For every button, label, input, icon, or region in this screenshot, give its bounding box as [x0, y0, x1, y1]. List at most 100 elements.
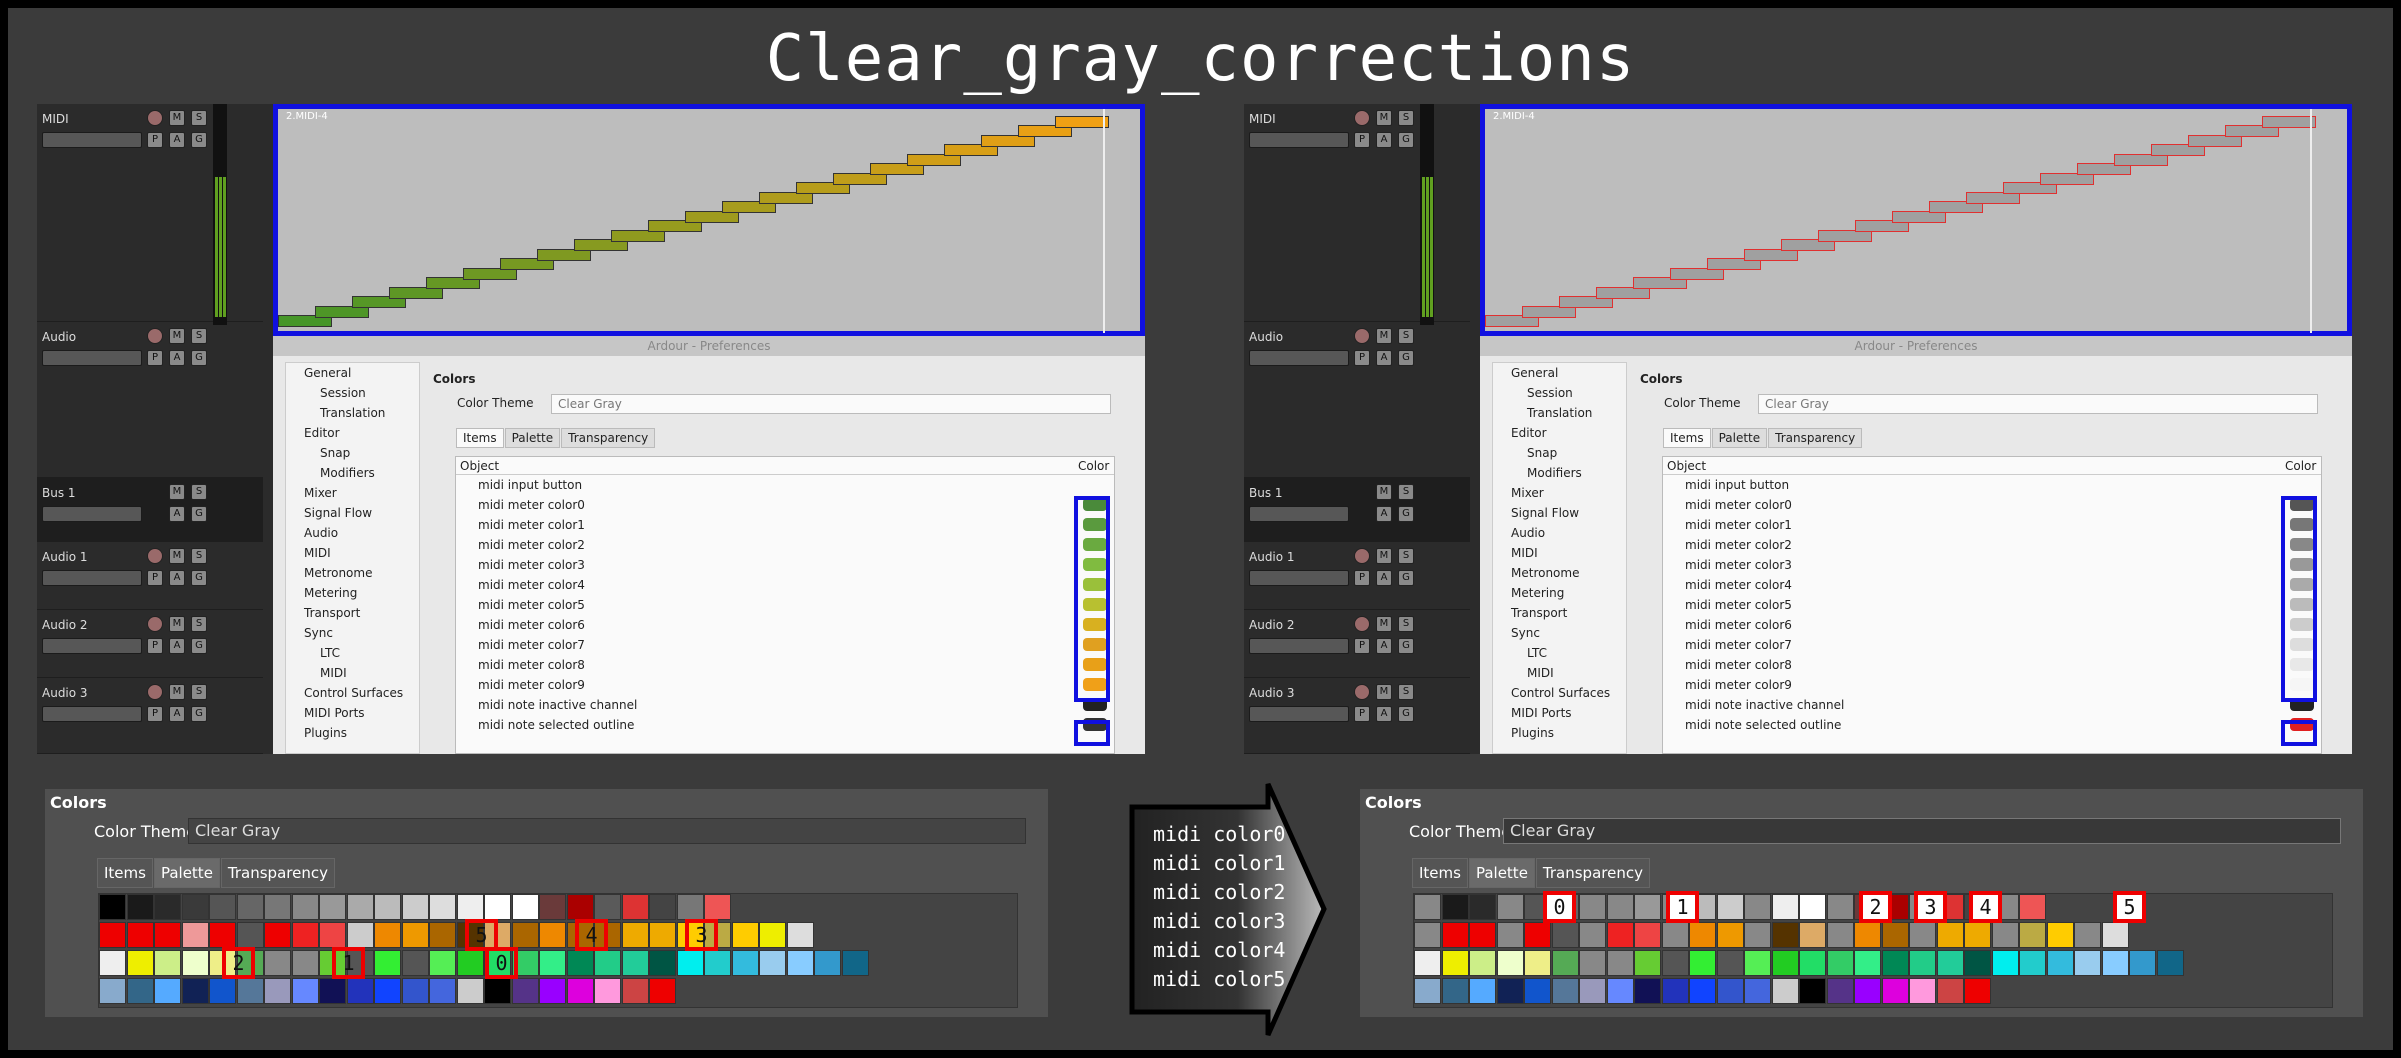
- palette-swatch[interactable]: [1414, 922, 1441, 948]
- palette-swatch[interactable]: [1936, 922, 1964, 948]
- tree-item[interactable]: Audio: [1511, 526, 1546, 540]
- palette-swatch[interactable]: [2019, 894, 2046, 920]
- tree-item[interactable]: MIDI Ports: [304, 706, 365, 720]
- color-theme-select[interactable]: Clear Gray: [551, 394, 1111, 414]
- palette-swatch[interactable]: [1771, 922, 1799, 948]
- midi-note[interactable]: [907, 153, 961, 166]
- palette-swatch[interactable]: [1689, 978, 1716, 1004]
- tab-items[interactable]: Items: [1663, 428, 1711, 448]
- palette-swatch[interactable]: [1661, 978, 1689, 1004]
- palette-swatch[interactable]: [1689, 950, 1716, 976]
- gain-fader[interactable]: [1249, 350, 1349, 366]
- track-a-button[interactable]: A: [169, 506, 185, 522]
- palette-swatch[interactable]: [1964, 978, 1991, 1004]
- palette-swatch[interactable]: [1469, 894, 1496, 920]
- palette-swatch[interactable]: [704, 950, 731, 976]
- midi-note[interactable]: [2262, 115, 2316, 128]
- track-m-button[interactable]: M: [169, 684, 185, 700]
- gain-fader[interactable]: [1249, 132, 1349, 148]
- tree-item[interactable]: LTC: [1527, 646, 1548, 660]
- midi-note[interactable]: [944, 144, 998, 156]
- tree-item[interactable]: Editor: [304, 426, 340, 440]
- table-row[interactable]: midi meter color9: [456, 675, 1114, 695]
- palette-swatch[interactable]: [291, 978, 319, 1004]
- tree-item[interactable]: Audio: [304, 526, 339, 540]
- tree-item[interactable]: Sync: [1511, 626, 1540, 640]
- color-swatch[interactable]: [1083, 578, 1107, 591]
- palette-swatch[interactable]: [621, 894, 649, 920]
- table-row[interactable]: midi meter color5: [1663, 595, 2321, 615]
- record-button[interactable]: [147, 110, 163, 126]
- palette-swatch[interactable]: [1854, 950, 1881, 976]
- track-a-button[interactable]: A: [169, 706, 185, 722]
- track-s-button[interactable]: S: [1398, 328, 1414, 344]
- track-p-button[interactable]: P: [1354, 132, 1370, 148]
- palette-swatch[interactable]: [374, 950, 401, 976]
- gain-fader[interactable]: [1249, 570, 1349, 586]
- palette-swatch[interactable]: [1496, 978, 1524, 1004]
- palette-swatch[interactable]: [264, 978, 291, 1004]
- palette-swatch[interactable]: [181, 950, 209, 976]
- table-row[interactable]: midi meter color8: [456, 655, 1114, 675]
- table-row[interactable]: midi meter color9: [1663, 675, 2321, 695]
- palette-swatch[interactable]: [1744, 922, 1771, 948]
- palette-swatch[interactable]: [676, 894, 704, 920]
- color-swatch[interactable]: [2290, 618, 2314, 631]
- palette-swatch[interactable]: [1744, 950, 1771, 976]
- midi-note[interactable]: [611, 229, 665, 242]
- palette-swatch[interactable]: [1524, 950, 1551, 976]
- tree-item[interactable]: Signal Flow: [1511, 506, 1580, 520]
- track-s-button[interactable]: S: [1398, 684, 1414, 700]
- track-g-button[interactable]: G: [191, 638, 207, 654]
- track-s-button[interactable]: S: [191, 616, 207, 632]
- midi-note[interactable]: [1485, 315, 1539, 327]
- track-a-button[interactable]: A: [1376, 132, 1392, 148]
- table-row[interactable]: midi meter color8: [1663, 655, 2321, 675]
- palette-swatch[interactable]: [209, 922, 236, 948]
- tree-item[interactable]: Translation: [1527, 406, 1593, 420]
- tree-item[interactable]: Translation: [320, 406, 386, 420]
- palette-swatch[interactable]: [1524, 922, 1551, 948]
- palette-swatch[interactable]: [704, 894, 731, 920]
- palette-swatch[interactable]: [484, 978, 511, 1004]
- track-m-button[interactable]: M: [169, 328, 185, 344]
- track-g-button[interactable]: G: [1398, 132, 1414, 148]
- palette-swatch[interactable]: [2101, 950, 2129, 976]
- track-a-button[interactable]: A: [1376, 706, 1392, 722]
- midi-note[interactable]: [278, 315, 332, 327]
- record-button[interactable]: [147, 548, 163, 564]
- table-row[interactable]: midi meter color6: [456, 615, 1114, 635]
- palette-swatch[interactable]: [539, 978, 566, 1004]
- palette-swatch[interactable]: [1799, 978, 1826, 1004]
- track-s-button[interactable]: S: [191, 328, 207, 344]
- table-row[interactable]: midi input button: [456, 475, 1114, 495]
- midi-note[interactable]: [722, 201, 776, 213]
- palette-swatch[interactable]: [1634, 894, 1661, 920]
- color-swatch[interactable]: [2290, 658, 2314, 671]
- color-swatch[interactable]: [1083, 598, 1107, 611]
- tree-item[interactable]: Modifiers: [320, 466, 375, 480]
- palette-swatch[interactable]: [1441, 922, 1469, 948]
- track-g-button[interactable]: G: [1398, 706, 1414, 722]
- palette-swatch[interactable]: [1771, 894, 1799, 920]
- palette-swatch[interactable]: [456, 950, 484, 976]
- tree-item[interactable]: Control Surfaces: [304, 686, 404, 700]
- midi-note[interactable]: [500, 258, 554, 270]
- tree-item[interactable]: MIDI: [1527, 666, 1554, 680]
- gain-fader[interactable]: [1249, 638, 1349, 654]
- palette-swatch[interactable]: [429, 950, 456, 976]
- tab-items[interactable]: Items: [97, 858, 153, 888]
- palette-swatch[interactable]: [2074, 922, 2101, 948]
- track-m-button[interactable]: M: [169, 616, 185, 632]
- palette-swatch[interactable]: [264, 950, 291, 976]
- table-row[interactable]: midi meter color7: [1663, 635, 2321, 655]
- palette-swatch[interactable]: [154, 978, 181, 1004]
- tab-transparency[interactable]: Transparency: [1535, 858, 1650, 888]
- playhead[interactable]: [2310, 109, 2312, 333]
- midi-note[interactable]: [1596, 286, 1650, 299]
- track-m-button[interactable]: M: [169, 484, 185, 500]
- palette-swatch[interactable]: [374, 978, 401, 1004]
- track-m-button[interactable]: M: [1376, 548, 1392, 564]
- palette-swatch[interactable]: [154, 894, 181, 920]
